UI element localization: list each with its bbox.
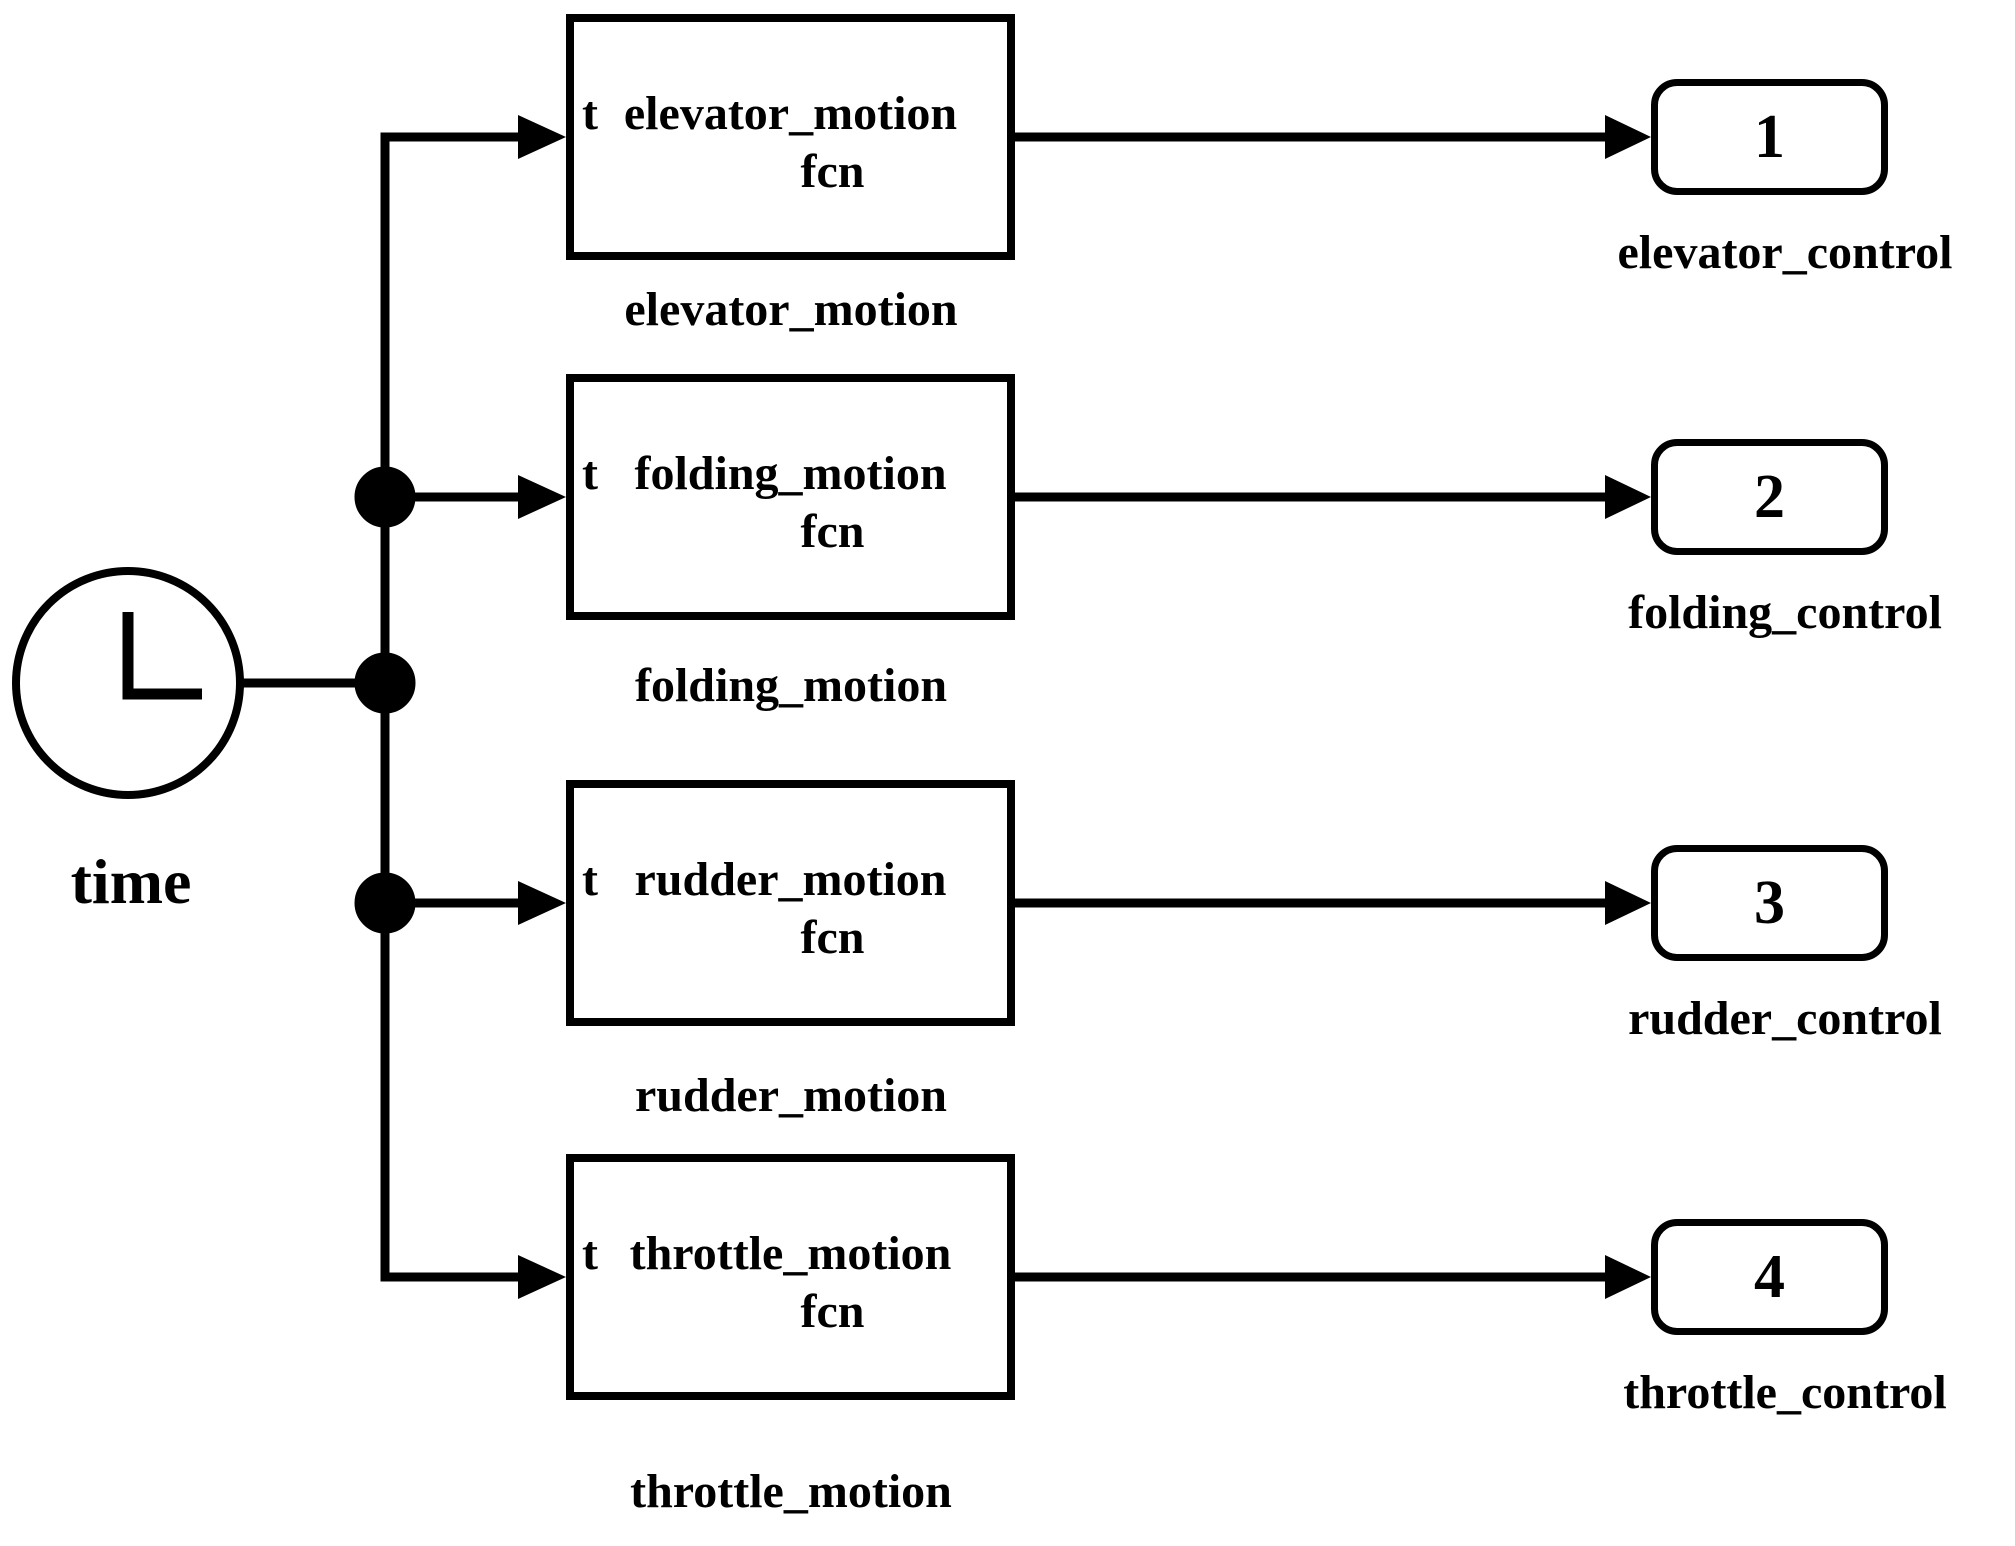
block-signature: t elevator_motion <box>574 85 1007 143</box>
block-function-name: throttle_motion <box>629 1227 952 1280</box>
block-fcn-label: fcn <box>800 145 865 198</box>
block-caption-rudder-motion: rudder_motion <box>635 1069 947 1122</box>
port-caption-folding-control: folding_control <box>1628 586 1942 639</box>
arrowhead-icon <box>1605 115 1651 159</box>
arrowhead-icon <box>1605 475 1651 519</box>
function-block-elevator-motion[interactable]: t elevator_motion fcn <box>566 14 1015 260</box>
output-port-2[interactable]: 2 <box>1651 439 1888 555</box>
function-block-throttle-motion[interactable]: t throttle_motion fcn <box>566 1154 1015 1400</box>
arrowhead-icon <box>518 115 566 159</box>
block-caption-folding-motion: folding_motion <box>634 659 948 712</box>
port-caption-rudder-control: rudder_control <box>1628 992 1942 1045</box>
input-port-label: t <box>582 853 598 906</box>
clock-hands-icon <box>122 612 202 700</box>
function-block-rudder-motion[interactable]: t rudder_motion fcn <box>566 780 1015 1026</box>
output-port-3[interactable]: 3 <box>1651 845 1888 961</box>
arrowhead-icon <box>1605 1255 1651 1299</box>
time-label: time <box>70 846 192 917</box>
arrowhead-icon <box>1605 881 1651 925</box>
block-signature: t folding_motion <box>574 445 1007 503</box>
block-signature: t rudder_motion <box>574 851 1007 909</box>
port-number: 1 <box>1754 102 1785 171</box>
block-fcn-label: fcn <box>800 911 865 964</box>
input-port-label: t <box>582 87 598 140</box>
junction-dot <box>354 872 416 934</box>
block-function-name: folding_motion <box>634 447 947 500</box>
port-number: 2 <box>1754 462 1785 531</box>
arrowhead-icon <box>518 881 566 925</box>
arrowhead-icon <box>518 1255 566 1299</box>
block-caption-throttle-motion: throttle_motion <box>630 1465 952 1518</box>
function-block-folding-motion[interactable]: t folding_motion fcn <box>566 374 1015 620</box>
port-caption-throttle-control: throttle_control <box>1623 1366 1947 1419</box>
clock-source-block[interactable] <box>12 567 244 799</box>
output-port-4[interactable]: 4 <box>1651 1219 1888 1335</box>
port-number: 3 <box>1754 868 1785 937</box>
port-number: 4 <box>1754 1242 1785 1311</box>
block-function-name: elevator_motion <box>623 87 958 140</box>
block-caption-elevator-motion: elevator_motion <box>624 283 958 336</box>
arrowhead-icon <box>518 475 566 519</box>
block-function-name: rudder_motion <box>634 853 947 906</box>
port-caption-elevator-control: elevator_control <box>1617 226 1953 279</box>
output-port-1[interactable]: 1 <box>1651 79 1888 195</box>
junction-dot <box>354 466 416 528</box>
input-port-label: t <box>582 447 598 500</box>
block-signature: t throttle_motion <box>574 1225 1007 1283</box>
block-fcn-label: fcn <box>800 505 865 558</box>
input-port-label: t <box>582 1227 598 1280</box>
junction-dot <box>354 652 416 714</box>
block-fcn-label: fcn <box>800 1285 865 1338</box>
